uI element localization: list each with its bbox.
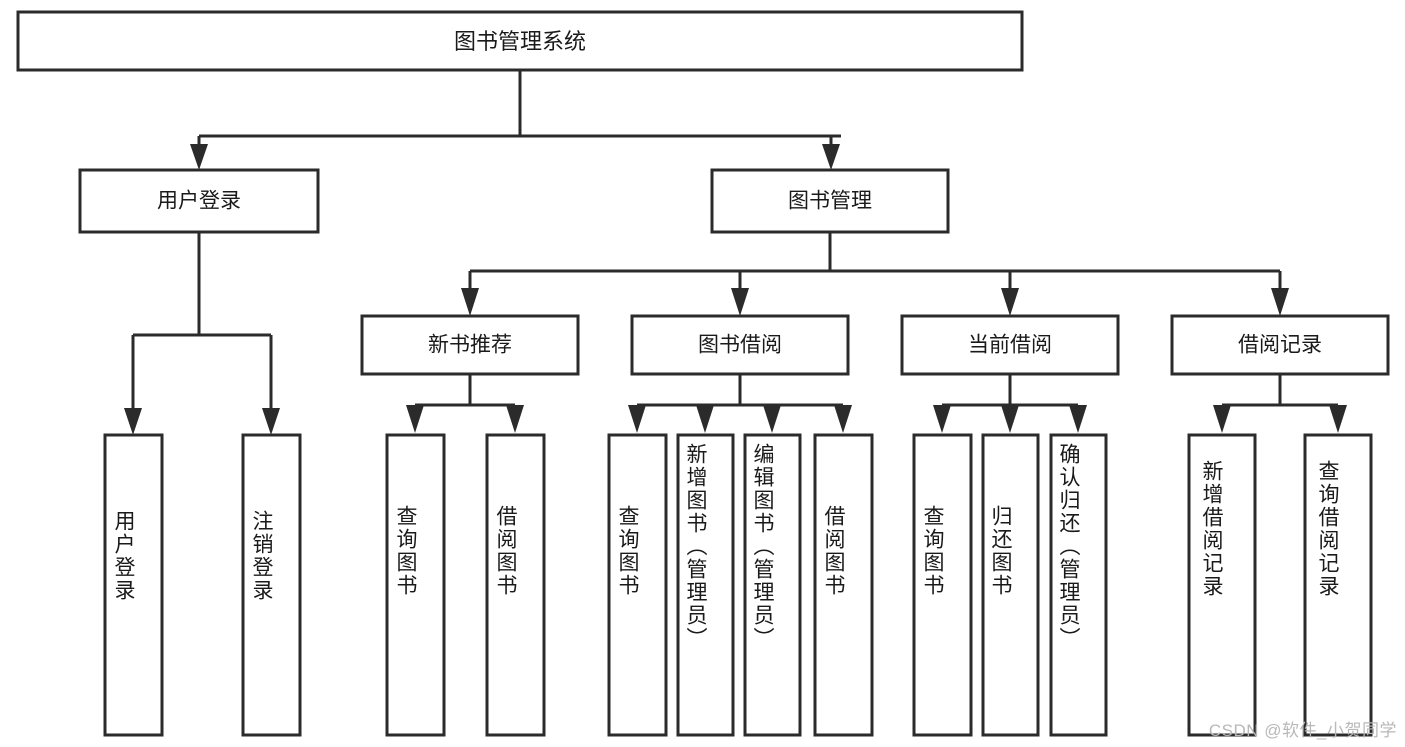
arrow-head-to-new-book-recommend [461, 288, 479, 316]
node-current-borrow[interactable]: 当前借阅 [900, 314, 1120, 376]
node-user-login-box [78, 168, 320, 234]
node-current-borrow-label: 当前借阅 [968, 334, 1052, 357]
connector-current-borrow-to-leaves [933, 374, 1087, 433]
arrow-head-to-current-borrow [1001, 288, 1019, 316]
leaf-box-book-borrow-1[interactable] [607, 433, 668, 737]
arrow-head-book-borrow-leaf-3 [763, 405, 781, 433]
arrow-head-user-login-leaf-2 [262, 408, 280, 435]
node-root-system-box [16, 10, 1024, 72]
leaf-box-borrow-record-1[interactable] [1187, 433, 1257, 737]
node-book-manage[interactable]: 图书管理 [710, 168, 950, 234]
leaf-box-borrow-record-2[interactable] [1303, 433, 1373, 737]
node-borrow-record[interactable]: 借阅记录 [1170, 314, 1390, 376]
arrow-head-book-borrow-leaf-4 [834, 405, 852, 433]
node-user-login-label: 用户登录 [157, 190, 241, 213]
arrow-head-to-book-manage [822, 144, 840, 170]
arrow-head-current-borrow-leaf-3 [1069, 405, 1087, 433]
connector-borrow-record-to-leaves [1213, 374, 1347, 433]
node-book-manage-label: 图书管理 [788, 190, 872, 213]
leaf-box-book-borrow-2[interactable] [676, 433, 735, 737]
arrow-head-book-borrow-leaf-1 [628, 405, 646, 433]
node-root-system[interactable]: 图书管理系统 [16, 10, 1024, 72]
leaf-box-new-book-2[interactable] [485, 433, 546, 737]
node-new-book-recommend-box [360, 314, 580, 376]
arrow-head-book-borrow-leaf-2 [696, 405, 714, 433]
connector-root-to-level2 [190, 70, 841, 170]
node-new-book-recommend-label: 新书推荐 [428, 334, 512, 357]
arrow-head-new-book-leaf-1 [406, 405, 424, 433]
leaf-box-book-borrow-4[interactable] [813, 433, 874, 737]
leaf-box-current-borrow-3[interactable] [1049, 433, 1108, 737]
node-new-book-recommend[interactable]: 新书推荐 [360, 314, 580, 376]
arrow-head-to-borrow-record [1271, 288, 1289, 316]
leaf-box-current-borrow-1[interactable] [912, 433, 973, 737]
node-borrow-record-label: 借阅记录 [1238, 334, 1322, 357]
arrow-head-current-borrow-leaf-1 [933, 405, 951, 433]
arrow-head-borrow-record-leaf-1 [1213, 405, 1231, 433]
node-book-borrow[interactable]: 图书借阅 [630, 314, 850, 376]
arrow-head-user-login-leaf-1 [124, 408, 142, 435]
leaf-box-book-borrow-3[interactable] [743, 433, 802, 737]
node-book-borrow-label: 图书借阅 [698, 334, 782, 357]
csdn-watermark: CSDN @软件_小贺同学 [1208, 721, 1397, 740]
arrow-head-current-borrow-leaf-2 [1001, 405, 1019, 433]
arrow-head-new-book-leaf-2 [506, 405, 524, 433]
arrow-head-to-book-borrow [731, 288, 749, 316]
leaf-box-new-book-1[interactable] [385, 433, 446, 737]
node-root-system-label: 图书管理系统 [454, 29, 586, 54]
arrow-head-to-user-login [190, 144, 208, 170]
connector-new-book-recommend-to-leaves [406, 374, 524, 433]
arrow-head-borrow-record-leaf-2 [1329, 405, 1347, 433]
node-user-login[interactable]: 用户登录 [78, 168, 320, 234]
connector-user-login-to-leaves [124, 232, 280, 435]
leaf-box-current-borrow-2[interactable] [981, 433, 1040, 737]
node-current-borrow-box [900, 314, 1120, 376]
leaf-box-user-login-1[interactable] [103, 433, 164, 737]
connector-book-borrow-to-leaves [628, 374, 852, 433]
connector-book-manage-to-level3 [461, 232, 1289, 316]
leaf-box-user-login-2[interactable] [241, 433, 302, 737]
